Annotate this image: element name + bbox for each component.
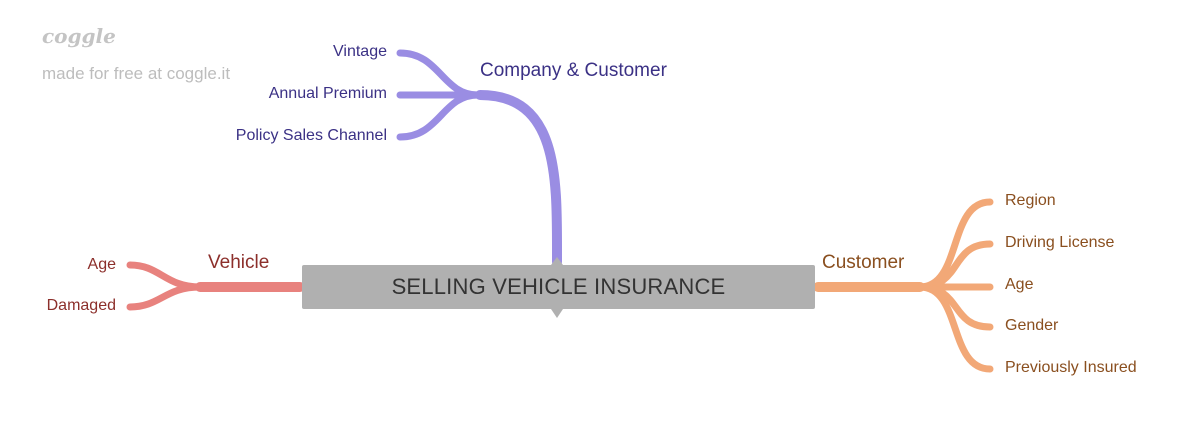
connector-vehicle-damaged <box>126 283 204 311</box>
root-top-notch <box>551 257 563 265</box>
root-node[interactable]: SELLING VEHICLE INSURANCE <box>302 265 815 309</box>
node-customer[interactable]: Customer <box>822 252 905 273</box>
connector-policy-sales-channel <box>396 91 482 141</box>
connector-vehicle-age <box>126 261 204 291</box>
branch-customer-lines <box>813 198 994 373</box>
connector-vintage <box>396 49 482 99</box>
node-vehicle-age[interactable]: Age <box>87 256 116 273</box>
branch-vehicle-lines <box>126 261 305 311</box>
node-policy-sales-channel[interactable]: Policy Sales Channel <box>235 127 387 144</box>
node-customer-age[interactable]: Age <box>1005 276 1034 293</box>
node-gender[interactable]: Gender <box>1005 317 1059 334</box>
node-previously-insured[interactable]: Previously Insured <box>1005 359 1137 376</box>
node-company-customer[interactable]: Company & Customer <box>480 60 667 81</box>
node-region[interactable]: Region <box>1005 192 1056 209</box>
node-vehicle[interactable]: Vehicle <box>208 252 270 273</box>
node-driving-license[interactable]: Driving License <box>1005 234 1115 251</box>
node-vintage[interactable]: Vintage <box>333 43 387 60</box>
node-damaged[interactable]: Damaged <box>46 297 116 314</box>
root-node-label: SELLING VEHICLE INSURANCE <box>391 274 726 299</box>
connector-previously-insured <box>916 283 994 373</box>
coggle-tagline[interactable]: made for free at coggle.it <box>42 64 231 83</box>
root-bottom-notch <box>551 309 563 318</box>
trunk-company-customer <box>475 90 563 267</box>
branch-company-customer-lines <box>396 49 563 267</box>
node-annual-premium[interactable]: Annual Premium <box>268 85 387 102</box>
coggle-logo: coggle <box>42 24 116 48</box>
